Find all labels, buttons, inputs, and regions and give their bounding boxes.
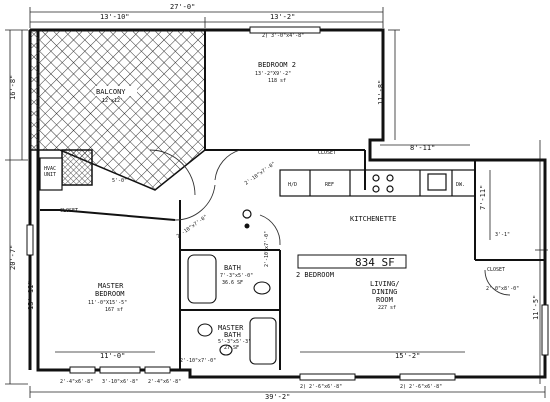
balcony-label: BALCONY — [96, 88, 126, 96]
windows — [26, 26, 549, 381]
dim-right-notch-top: 8'-11" — [410, 144, 435, 152]
window-tag-bottom-2: 3'-10"x6'-8" — [102, 379, 138, 385]
door-swings — [149, 149, 511, 296]
bedroom2-area: 118 sf — [268, 78, 286, 84]
window-tag-bottom-4: 2) 2'-6"x6'-8" — [300, 384, 342, 390]
bath-label: BATH — [224, 264, 241, 272]
hvac-unit-box — [61, 149, 93, 186]
dim-top-total: 27'-0" — [170, 3, 195, 11]
bedroom2-label: BEDROOM 2 — [258, 61, 296, 69]
unit-summary-box — [297, 254, 407, 269]
dim-left-inner-lower: 13'-11" — [27, 280, 35, 310]
hvac-unit-label-2: UNIT — [44, 172, 56, 178]
door-tag-master-bath: 2'-10"x7'-0" — [180, 358, 216, 364]
living-label-2: DINING — [372, 288, 397, 296]
window-tag-bottom-5: 2) 2'-6"x6'-8" — [400, 384, 442, 390]
kitchenette-label: KITCHENETTE — [350, 215, 396, 223]
bath-fixtures — [187, 254, 277, 365]
door-tag-bedroom2: 2'-10"x7'-0" — [244, 161, 277, 187]
dim-top-left: 13'-10" — [100, 13, 130, 21]
living-area: 227 sf — [378, 305, 396, 311]
living-label-3: ROOM — [376, 296, 393, 304]
dim-top-right: 13'-2" — [270, 13, 295, 21]
closet-label-kitchen: CLOSET — [318, 150, 336, 156]
balcony-size: 12'x12' — [102, 98, 123, 104]
master-bath-label-1: MASTER — [218, 324, 244, 332]
bath-area: 36.6 SF — [222, 280, 243, 286]
living-label-1: LIVING/ — [370, 280, 400, 288]
door-tag-balcony: 5'-0" — [112, 178, 127, 184]
dim-right-mid: 7'-11" — [479, 185, 487, 210]
dim-left-upper: 16'-8" — [9, 75, 17, 100]
dim-right-lower: 11'-5" — [532, 295, 540, 320]
dim-left-lower: 20'-7" — [9, 245, 17, 270]
window-tag-top: 2) 3'-0"x4'-8" — [262, 33, 304, 39]
closet-label-living: CLOSET — [487, 267, 505, 273]
dim-bottom-left-room: 11'-0" — [100, 352, 125, 360]
master-bath-label-2: BATH — [224, 331, 241, 339]
master-bedroom-size: 11'-0"X15'-5" — [88, 300, 127, 306]
door-tag-bath: 2'-10"x7'-0" — [264, 231, 270, 267]
master-bedroom-label-1: MASTER — [98, 282, 124, 290]
dim-bottom-right-room: 15'-2" — [395, 352, 420, 360]
master-bedroom-area: 167 sf — [105, 307, 123, 313]
dim-right-upper: 11'-8" — [377, 80, 385, 105]
appliance-fridge: REF — [325, 182, 334, 188]
master-bath-size: 5'-3"x5'-3" — [218, 339, 251, 345]
closet-label-master: CLOSET — [60, 208, 78, 214]
kitchen-counter — [279, 169, 476, 197]
master-bath-area: 27 SF — [224, 345, 239, 351]
bedroom2-size: 13'-2"X9'-2" — [255, 71, 291, 77]
dim-bottom-total: 39'-2" — [265, 393, 290, 401]
appliance-dishwasher: DW. — [456, 182, 465, 188]
unit-type: 2 BEDROOM — [296, 271, 334, 279]
window-tag-bottom-1: 2'-4"x6'-8" — [60, 379, 93, 385]
dimension-lines — [5, 7, 548, 398]
unit-area: 834 SF — [355, 256, 395, 269]
appliance-hvac: H/D — [288, 182, 297, 188]
door-tag-closet: 2'-0"x8'-0" — [486, 286, 519, 292]
hvac-unit-label-1: HVAC — [44, 166, 56, 172]
bath-size: 7'-3"x5'-0" — [220, 273, 253, 279]
window-tag-bottom-3: 2'-4"x6'-8" — [148, 379, 181, 385]
master-bedroom-label-2: BEDROOM — [95, 290, 125, 298]
dim-right-notch-inner: 3'-1" — [495, 232, 510, 238]
